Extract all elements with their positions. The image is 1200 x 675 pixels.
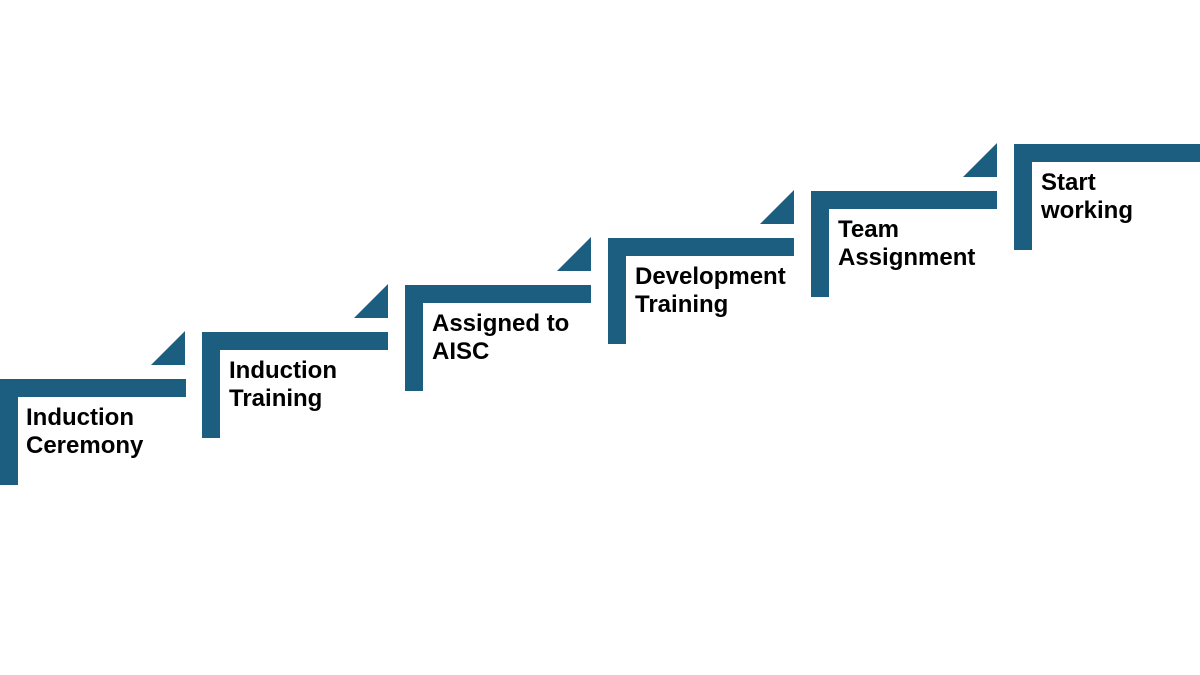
step-label: Assigned to AISC xyxy=(432,310,569,366)
step-label-line1: Induction xyxy=(229,357,337,384)
step-label-line2: working xyxy=(1041,197,1134,224)
step-side-bar xyxy=(811,191,829,297)
step-assigned-to-aisc: Assigned to AISC xyxy=(405,285,605,391)
step-side-bar xyxy=(0,379,18,485)
step-label-line1: Start xyxy=(1041,169,1096,196)
step-side-bar xyxy=(202,332,220,438)
step-label: Team Assignment xyxy=(838,216,975,272)
step-top-bar xyxy=(202,332,388,350)
step-side-bar xyxy=(608,238,626,344)
step-connector-triangle xyxy=(354,284,388,318)
step-connector-triangle xyxy=(963,143,997,177)
step-top-bar xyxy=(0,379,186,397)
step-label-line2: Training xyxy=(635,291,729,318)
step-development-training: Development Training xyxy=(608,238,808,344)
step-top-bar xyxy=(405,285,591,303)
step-top-bar xyxy=(608,238,794,256)
step-team-assignment: Team Assignment xyxy=(811,191,1011,297)
step-label-line2: Assignment xyxy=(838,244,976,271)
step-induction-training: Induction Training xyxy=(202,332,402,438)
step-induction-ceremony: Induction Ceremony xyxy=(0,379,200,485)
step-label-line1: Team xyxy=(838,216,899,243)
step-label: Development Training xyxy=(635,263,786,319)
step-side-bar xyxy=(405,285,423,391)
step-label: Induction Ceremony xyxy=(26,404,143,460)
step-connector-triangle xyxy=(151,331,185,365)
step-label-line1: Induction xyxy=(26,404,134,431)
step-connector-triangle xyxy=(557,237,591,271)
step-label-line2: Ceremony xyxy=(26,432,144,459)
step-label-line1: Development xyxy=(635,263,786,290)
step-label-line1: Assigned to xyxy=(432,310,570,337)
step-label-line2: Training xyxy=(229,385,323,412)
step-side-bar xyxy=(1014,144,1032,250)
step-connector-triangle xyxy=(760,190,794,224)
step-label: Start working xyxy=(1041,169,1133,225)
step-start-working: Start working xyxy=(1014,144,1200,250)
step-label: Induction Training xyxy=(229,357,337,413)
step-top-bar xyxy=(811,191,997,209)
step-label-line2: AISC xyxy=(432,338,490,365)
step-top-bar xyxy=(1014,144,1200,162)
